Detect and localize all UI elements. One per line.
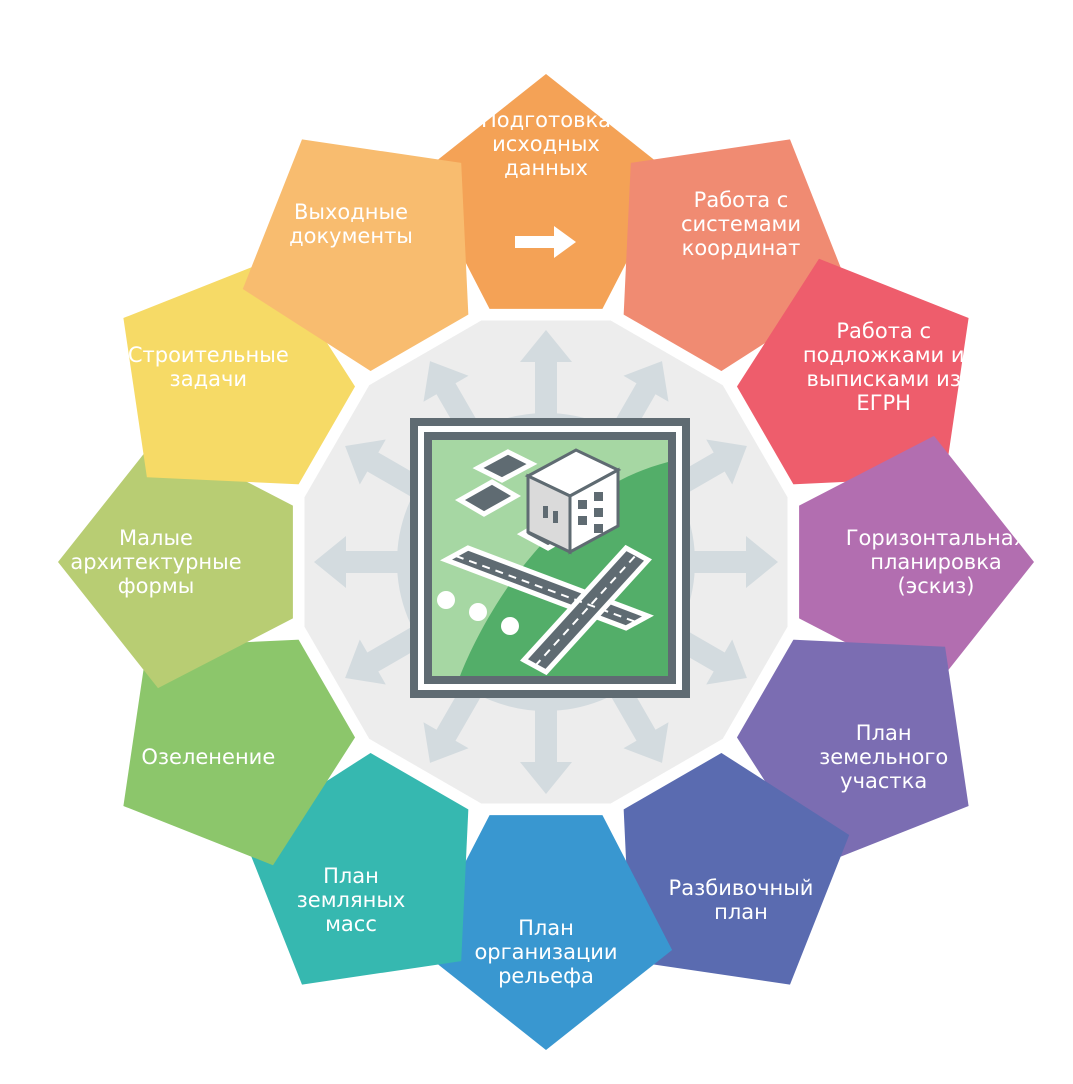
site-plan-building-icon — [410, 418, 690, 698]
petal-label: Подготовка исходных данных — [480, 108, 612, 180]
radial-arrow — [345, 622, 431, 685]
radial-arrow — [686, 536, 778, 588]
building-window — [594, 492, 603, 501]
petal-label: План организации рельефа — [474, 916, 618, 988]
petal-label: Работа с системами координат — [680, 188, 802, 261]
petal-12 — [242, 139, 469, 372]
petal-label: План земляных масс — [296, 863, 406, 936]
petal-10 — [58, 435, 295, 689]
petal-6 — [623, 752, 850, 985]
tree-icon — [469, 603, 487, 621]
petal-label: Работа с подложками и выписками из ЕГРН — [802, 319, 965, 415]
building-window — [543, 506, 548, 518]
petal-label: Разбивочный план — [668, 875, 814, 924]
plot-block — [454, 479, 522, 517]
petal-4 — [797, 435, 1034, 689]
petal-shape — [623, 752, 850, 985]
building-window — [594, 508, 603, 517]
petal-7 — [419, 813, 673, 1050]
road-marking — [534, 553, 638, 667]
petal-label: Выходные документы — [289, 200, 413, 249]
petal-label: Строительные задачи — [127, 343, 289, 391]
petal-label: Озеленение — [141, 745, 276, 769]
petal-shape — [123, 639, 356, 866]
petal-label: План земельного участка — [819, 721, 949, 793]
plot-block — [472, 449, 538, 483]
petal-1 — [419, 74, 673, 311]
building-window — [578, 516, 587, 525]
petal-shape — [797, 435, 1034, 689]
radial-arrow — [520, 702, 572, 794]
tree-icon — [501, 617, 519, 635]
petal-shape — [419, 74, 673, 311]
radial-arrow — [520, 330, 572, 422]
petal-label: Малые архитектурные формы — [70, 526, 242, 598]
radial-arrow — [423, 677, 486, 763]
building-window — [594, 524, 603, 533]
building-window — [578, 500, 587, 509]
petal-label: Горизонтальная планировка (эскиз) — [845, 526, 1027, 598]
building-window — [553, 511, 558, 523]
radial-arrow — [606, 677, 669, 763]
radial-arrow — [345, 439, 431, 502]
arrow-right-icon — [515, 226, 576, 258]
tree-icon — [437, 591, 455, 609]
petal-shape — [58, 435, 295, 689]
petal-9 — [123, 639, 356, 866]
radial-arrow — [314, 536, 406, 588]
road-marking — [455, 555, 637, 623]
petal-shape — [419, 813, 673, 1050]
petal-3 — [736, 258, 969, 485]
petal-shape — [242, 139, 469, 372]
petal-shape — [736, 258, 969, 485]
